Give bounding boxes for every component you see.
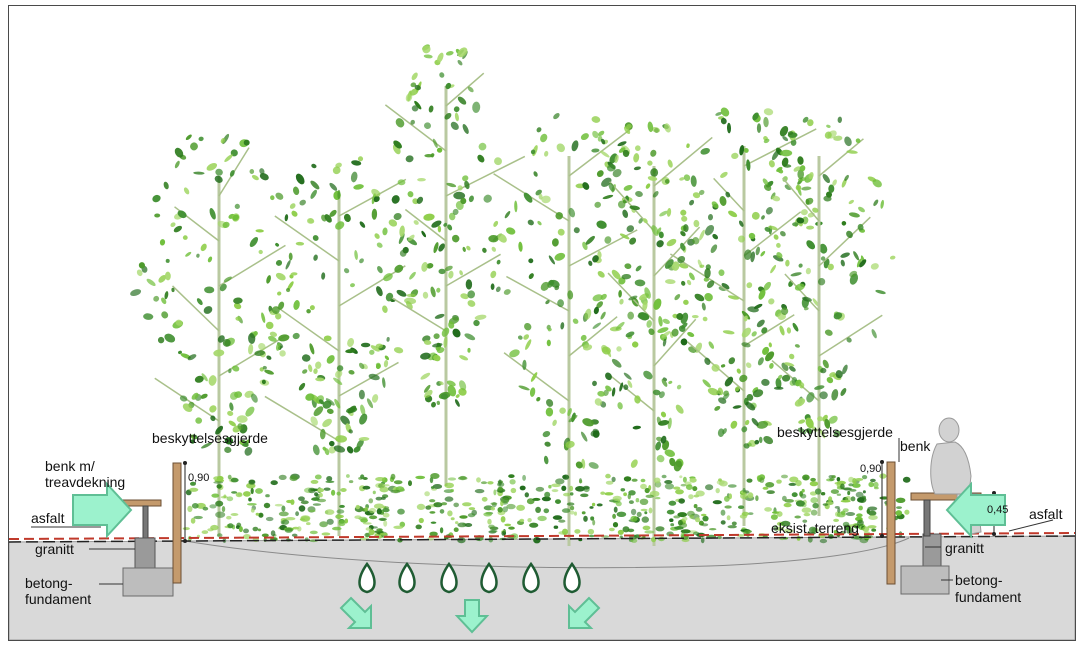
existing-terrain-label: eksist. terreng	[771, 520, 859, 536]
tree-canopy-group	[130, 44, 896, 546]
right-fence-height: 0,90	[860, 463, 882, 475]
tree-icon	[664, 107, 830, 526]
left-asphalt-label: asfalt	[31, 510, 65, 526]
tree-icon	[264, 156, 413, 536]
shrub-icon	[488, 474, 571, 544]
tree-icon	[488, 113, 648, 546]
right-foundation-label: betong-	[955, 572, 1003, 588]
left-granite-label: granitt	[35, 541, 74, 557]
tree-icon	[584, 121, 730, 546]
right-fence-post	[886, 461, 896, 585]
right-bench-leg	[923, 499, 931, 537]
water-drop-icon	[358, 561, 376, 594]
water-drop-icon	[440, 561, 458, 594]
diagram-frame: benk m/ treavdekning asfalt granitt beto…	[8, 5, 1076, 641]
left-foundation	[122, 567, 174, 597]
shrub-icon	[359, 473, 439, 543]
shrub-group	[182, 473, 911, 544]
left-bench-seat	[122, 499, 162, 507]
right-seat-height: 0,45	[987, 504, 1009, 516]
left-fence-label: beskyttelsesgjerde	[152, 430, 268, 446]
shrub-icon	[182, 474, 264, 543]
water-drop-group	[358, 561, 581, 594]
left-fence-height: 0,90	[188, 472, 210, 484]
arrow-icon	[454, 599, 490, 634]
section-drawing	[9, 44, 1075, 640]
right-bench-label: benk	[900, 438, 931, 454]
left-foundation-label-line2: fundament	[25, 591, 92, 607]
planting-bed-surface	[178, 537, 910, 569]
right-foundation-label-line2: fundament	[955, 589, 1022, 605]
terrain-line-red	[9, 532, 1075, 540]
left-bench-label: benk m/	[45, 458, 95, 474]
left-bench-label-line2: treavdekning	[45, 474, 126, 490]
water-drop-icon	[522, 561, 540, 594]
water-drop-icon	[563, 561, 581, 594]
arrow-icon	[945, 481, 1006, 539]
left-bench-leg	[142, 505, 149, 539]
arrow-icon	[568, 596, 601, 629]
tree-icon	[743, 116, 896, 516]
shrub-icon	[558, 473, 638, 542]
tree-icon	[130, 133, 305, 536]
right-fence-label: beskyttelsesgjerde	[777, 424, 893, 440]
tree-icon	[384, 44, 526, 486]
shrub-icon	[673, 477, 755, 544]
right-asphalt-label: asfalt	[1029, 506, 1063, 522]
shrub-icon	[829, 473, 911, 544]
water-drop-icon	[398, 561, 416, 594]
leader-lines	[31, 438, 1054, 585]
left-foundation-label: betong-	[25, 575, 73, 591]
arrow-icon	[339, 596, 372, 629]
water-drop-icon	[480, 561, 498, 594]
left-fence-post	[172, 462, 182, 584]
right-granite-label: granitt	[945, 540, 984, 556]
arrow-icon	[72, 481, 133, 539]
